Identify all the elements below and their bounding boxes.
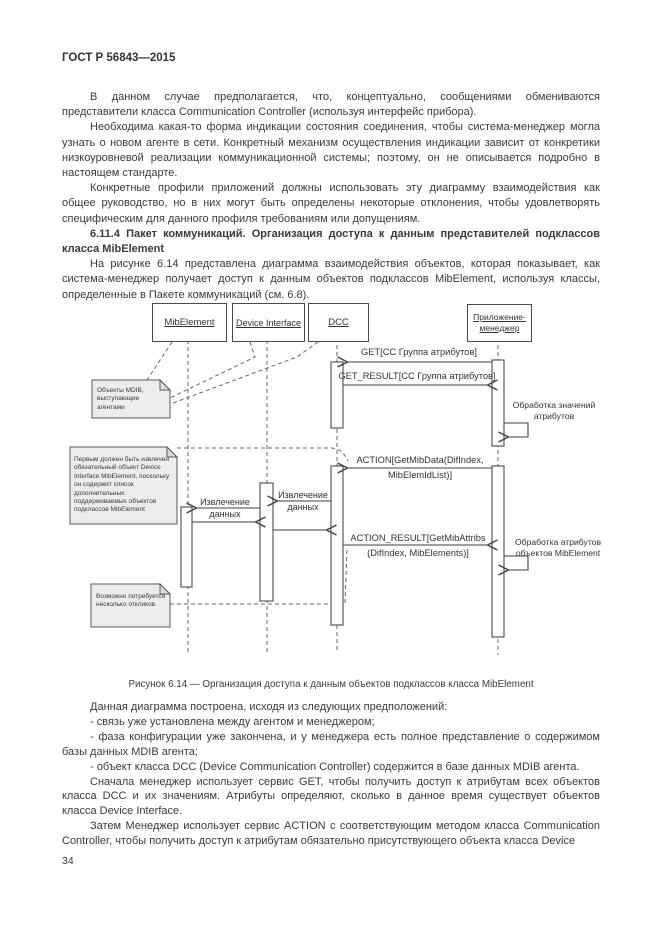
message-label-get-result: GET_RESULT[CC Группа атрибутов] [338, 371, 496, 381]
page-bottom-content: Данная диаграмма построена, исходя из сл… [62, 700, 600, 869]
note-shape-agents [91, 379, 171, 419]
body-bullet-3: - объект класса DCC (Device Communicatio… [90, 760, 580, 773]
message-label-retrieve1-line2: данных [287, 502, 319, 512]
message-label-action-result-line2: (DifIndex, MibElements)] [367, 548, 469, 558]
lifeline-box-app-manager: Приложение- менеджер [467, 304, 532, 342]
activation-dcc-1 [330, 361, 344, 429]
lifeline-label-dcc: DCC [328, 316, 349, 328]
sequence-diagram-graphics [69, 338, 529, 655]
note-anchor-lines [146, 341, 349, 605]
lifeline-label-app-manager-line1: Приложение- [473, 312, 526, 322]
page-number: 34 [62, 855, 74, 868]
label-process-attrs: Обработка атрибутов объектов MibElement [514, 537, 602, 558]
figure-caption: Рисунок 6.14 — Организация доступа к дан… [128, 679, 534, 690]
sequence-diagram: MibElement Device Interface DCC Приложен… [60, 298, 616, 676]
arrow-self-process-attrs [498, 555, 529, 576]
activation-mibelement [180, 506, 193, 588]
message-label-retrieve2-line1: Извлечение [200, 497, 250, 507]
intro-paragraph-3: Конкретные профили приложений должны исп… [62, 182, 600, 225]
lifeline-label-device-interface: Device Interface [235, 317, 302, 328]
lifeline-box-mibelement: MibElement [152, 303, 227, 342]
note-text-agents: Объекты MDIB, выступающие агентами [97, 387, 144, 411]
lifeline-box-dcc: DCC [308, 303, 369, 342]
message-label-get: GET[CC Группа атрибутов] [361, 347, 477, 357]
page-top-content: ГОСТ Р 56843—2015 В данном случае предпо… [62, 52, 600, 303]
message-label-action-line2: MibElemIdList)] [387, 470, 453, 480]
body-paragraph-1: Данная диаграмма построена, исходя из сл… [90, 701, 448, 713]
lifeline-label-mibelement: MibElement [164, 316, 215, 328]
body-bullet-1: - связь уже установлена между агентом и … [90, 715, 375, 728]
arrow-self-process-values [498, 422, 529, 443]
intro-paragraph-1: В данном случае предполагается, что, кон… [62, 91, 600, 119]
intro-paragraph-4: На рисунке 6.14 представлена диаграмма в… [62, 258, 600, 301]
section-heading: 6.11.4 Пакет коммуникаций. Организация д… [62, 227, 600, 256]
note-shape-replies [90, 583, 171, 628]
intro-paragraph-2: Необходима какая-то форма индикации сост… [62, 121, 600, 180]
body-bullet-2: - фаза конфигурации уже закончена, и у м… [62, 730, 600, 758]
message-arrows [186, 356, 529, 576]
note-shapes [69, 378, 179, 628]
activation-app-2 [491, 465, 505, 638]
activation-device-interface [259, 482, 274, 602]
lifeline-box-device-interface: Device Interface [232, 303, 305, 342]
document-header: ГОСТ Р 56843—2015 [62, 52, 176, 64]
note-text-replies: Возможно потребуется несколько откликов [96, 593, 166, 609]
message-label-action-result-line1: ACTION_RESULT[GetMibAttribs [350, 533, 486, 543]
note-shape-first [69, 446, 178, 525]
note-text-first: Первым должен быть извлечен обязательный… [74, 456, 170, 514]
lifeline-label-app-manager-line2: менеджер [479, 323, 520, 333]
body-paragraph-2: Сначала менеджер использует сервис GET, … [62, 775, 600, 818]
message-label-action-line1: ACTION[GetMibData(DifIndex, [356, 455, 484, 465]
message-label-retrieve2-line2: данных [209, 509, 241, 519]
body-paragraph-3: Затем Менеджер использует сервис ACTION … [62, 820, 600, 848]
label-process-values: Обработка значений атрибутов [512, 400, 596, 421]
message-label-retrieve1-line1: Извлечение [278, 490, 328, 500]
